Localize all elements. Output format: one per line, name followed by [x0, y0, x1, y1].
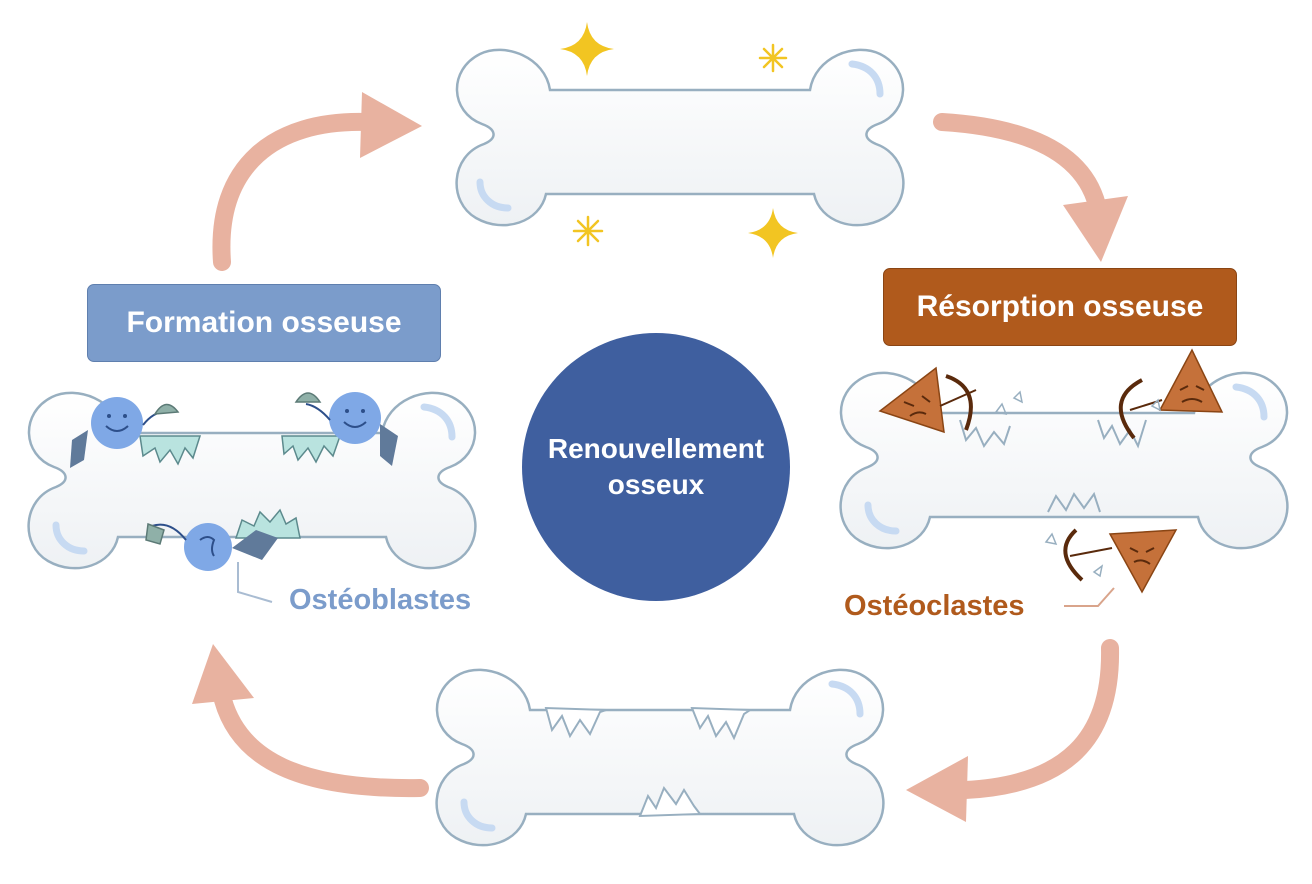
arrow-damaged-to-formation: [192, 644, 429, 798]
osteoblast-icon: [145, 522, 278, 603]
arrow-healthy-to-resorption: [933, 113, 1128, 262]
crack-icon: [959, 419, 1147, 513]
crack-icon: [544, 706, 754, 818]
osteoclast-icon: [878, 366, 977, 434]
center-circle: Renouvellement osseux: [522, 333, 790, 601]
arrow-resorption-to-damaged: [906, 639, 1120, 822]
osteoblast-icon: [294, 392, 398, 466]
bone-fragments: [994, 390, 1162, 578]
arrow-formation-to-healthy: [212, 92, 422, 271]
damaged-bone: [435, 668, 885, 847]
resorption-label: Résorption osseuse: [883, 268, 1237, 346]
formation-label: Formation osseuse: [87, 284, 441, 362]
new-bone-matrix: [139, 435, 342, 539]
cycle-arrows: [192, 92, 1128, 822]
osteoblast-icon: [70, 397, 180, 468]
osteoclast-icon: [1118, 348, 1224, 440]
bone-resorption: [839, 371, 1289, 550]
center-title-line2: osseux: [607, 469, 705, 500]
osteoclast-icon: [1063, 528, 1178, 607]
center-title-line1: Renouvellement: [547, 433, 765, 464]
healthy-bone: [455, 48, 905, 227]
osteoclast-label: Ostéoclastes: [844, 590, 1025, 622]
osteoblast-label: Ostéoblastes: [289, 584, 472, 616]
sparkle-icon: [572, 43, 788, 247]
sparkle-icon: [560, 22, 798, 258]
